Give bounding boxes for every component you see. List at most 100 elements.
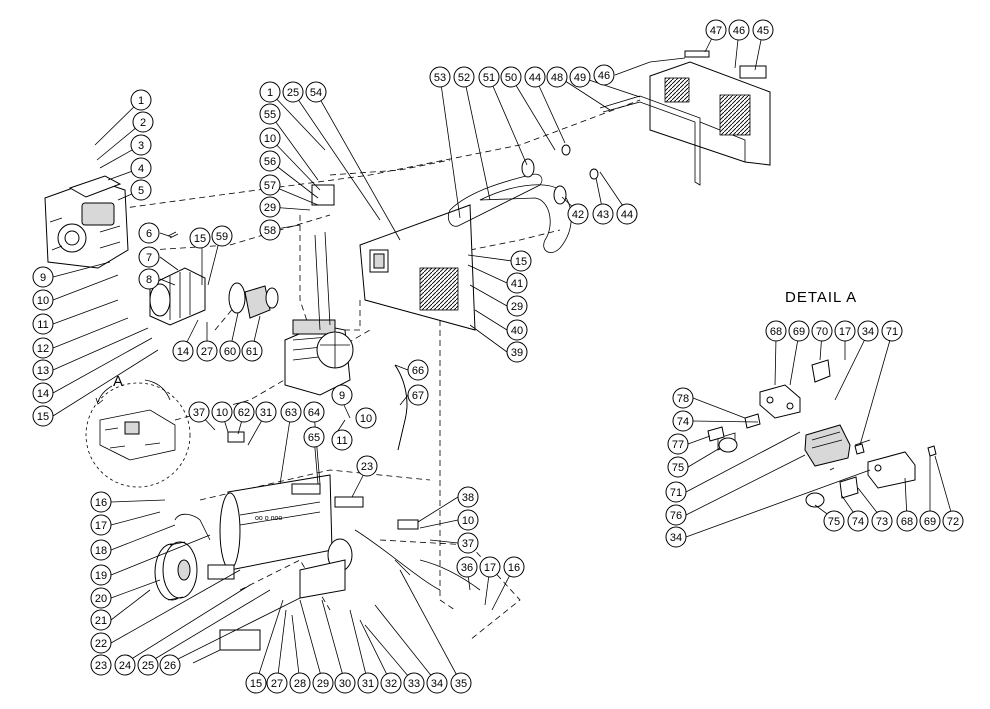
callout-57: 57: [259, 174, 281, 196]
svg-text:49: 49: [574, 72, 586, 84]
callout-75: 75: [823, 510, 845, 532]
svg-text:7: 7: [146, 252, 152, 264]
callout-4: 4: [130, 157, 152, 179]
svg-text:12: 12: [37, 343, 49, 355]
callout-39: 39: [506, 341, 528, 363]
svg-text:14: 14: [177, 346, 189, 358]
svg-text:15: 15: [515, 256, 527, 268]
callout-19: 19: [90, 564, 112, 586]
callout-56: 56: [259, 150, 281, 172]
svg-text:59: 59: [216, 231, 228, 243]
svg-text:10: 10: [360, 413, 372, 425]
callout-21: 21: [90, 609, 112, 631]
callout-10: 10: [32, 289, 54, 311]
callout-13: 13: [32, 359, 54, 381]
svg-text:8: 8: [146, 274, 152, 286]
svg-text:37: 37: [462, 538, 474, 550]
callout-72: 72: [942, 510, 964, 532]
callout-61: 61: [241, 340, 263, 362]
svg-text:53: 53: [434, 72, 446, 84]
svg-text:46: 46: [733, 25, 745, 37]
callout-62: 62: [233, 401, 255, 423]
callout-33: 33: [403, 672, 425, 694]
callout-74: 74: [672, 410, 694, 432]
callout-47: 47: [705, 19, 727, 41]
svg-text:62: 62: [238, 407, 250, 419]
svg-text:47: 47: [710, 25, 722, 37]
svg-text:10: 10: [216, 407, 228, 419]
svg-text:6: 6: [146, 228, 152, 240]
svg-text:27: 27: [271, 678, 283, 690]
callout-24: 24: [114, 654, 136, 676]
callout-10: 10: [355, 407, 377, 429]
svg-text:69: 69: [924, 516, 936, 528]
detail-a-marker: A: [113, 373, 123, 390]
svg-text:27: 27: [201, 346, 213, 358]
callout-16: 16: [503, 556, 525, 578]
callout-17: 17: [834, 320, 856, 342]
hoses-and-handles: [207, 364, 481, 651]
callout-18: 18: [90, 539, 112, 561]
callout-34: 34: [665, 526, 687, 548]
callout-63: 63: [280, 401, 302, 423]
svg-text:36: 36: [461, 562, 473, 574]
svg-text:31: 31: [362, 678, 374, 690]
callout-45: 45: [752, 19, 774, 41]
callout-41: 41: [506, 272, 528, 294]
callout-29: 29: [259, 196, 281, 218]
callout-3: 3: [130, 134, 152, 156]
callout-69: 69: [788, 320, 810, 342]
svg-text:29: 29: [511, 301, 523, 313]
callout-34: 34: [857, 320, 879, 342]
svg-text:35: 35: [455, 678, 467, 690]
svg-text:38: 38: [462, 492, 474, 504]
callout-22: 22: [90, 632, 112, 654]
callout-75: 75: [667, 456, 689, 478]
callout-37: 37: [457, 532, 479, 554]
svg-text:34: 34: [862, 326, 874, 338]
callout-14: 14: [32, 382, 54, 404]
svg-text:56: 56: [264, 156, 276, 168]
callout-71: 71: [665, 481, 687, 503]
svg-text:25: 25: [287, 87, 299, 99]
callout-44: 44: [524, 66, 546, 88]
svg-text:76: 76: [670, 510, 682, 522]
svg-text:52: 52: [458, 72, 470, 84]
callout-71: 71: [881, 320, 903, 342]
callout-28: 28: [289, 672, 311, 694]
callout-76: 76: [665, 504, 687, 526]
svg-text:4: 4: [138, 163, 144, 175]
callout-74: 74: [847, 510, 869, 532]
svg-text:78: 78: [677, 393, 689, 405]
belt-guard-cover: [599, 50, 771, 186]
svg-text:70: 70: [816, 326, 828, 338]
callout-1: 1: [259, 81, 281, 103]
callout-70: 70: [811, 320, 833, 342]
callout-20: 20: [90, 587, 112, 609]
svg-text:71: 71: [670, 487, 682, 499]
callout-15: 15: [510, 250, 532, 272]
callout-9: 9: [32, 266, 54, 288]
svg-text:74: 74: [852, 516, 864, 528]
svg-text:29: 29: [317, 678, 329, 690]
svg-text:16: 16: [508, 562, 520, 574]
svg-text:15: 15: [37, 411, 49, 423]
callout-36: 36: [456, 556, 478, 578]
callout-29: 29: [312, 672, 334, 694]
callout-40: 40: [506, 319, 528, 341]
callout-17: 17: [90, 514, 112, 536]
callout-69: 69: [919, 510, 941, 532]
callout-73: 73: [871, 510, 893, 532]
callout-65: 65: [303, 426, 325, 448]
svg-text:60: 60: [224, 346, 236, 358]
svg-text:67: 67: [412, 390, 424, 402]
wheel: [154, 541, 198, 601]
svg-text:17: 17: [839, 326, 851, 338]
svg-text:9: 9: [40, 272, 46, 284]
svg-text:1: 1: [138, 95, 144, 107]
clutch-assembly: [149, 231, 279, 326]
svg-text:44: 44: [529, 72, 541, 84]
svg-text:44: 44: [621, 209, 633, 221]
svg-text:10: 10: [264, 133, 276, 145]
callout-12: 12: [32, 337, 54, 359]
